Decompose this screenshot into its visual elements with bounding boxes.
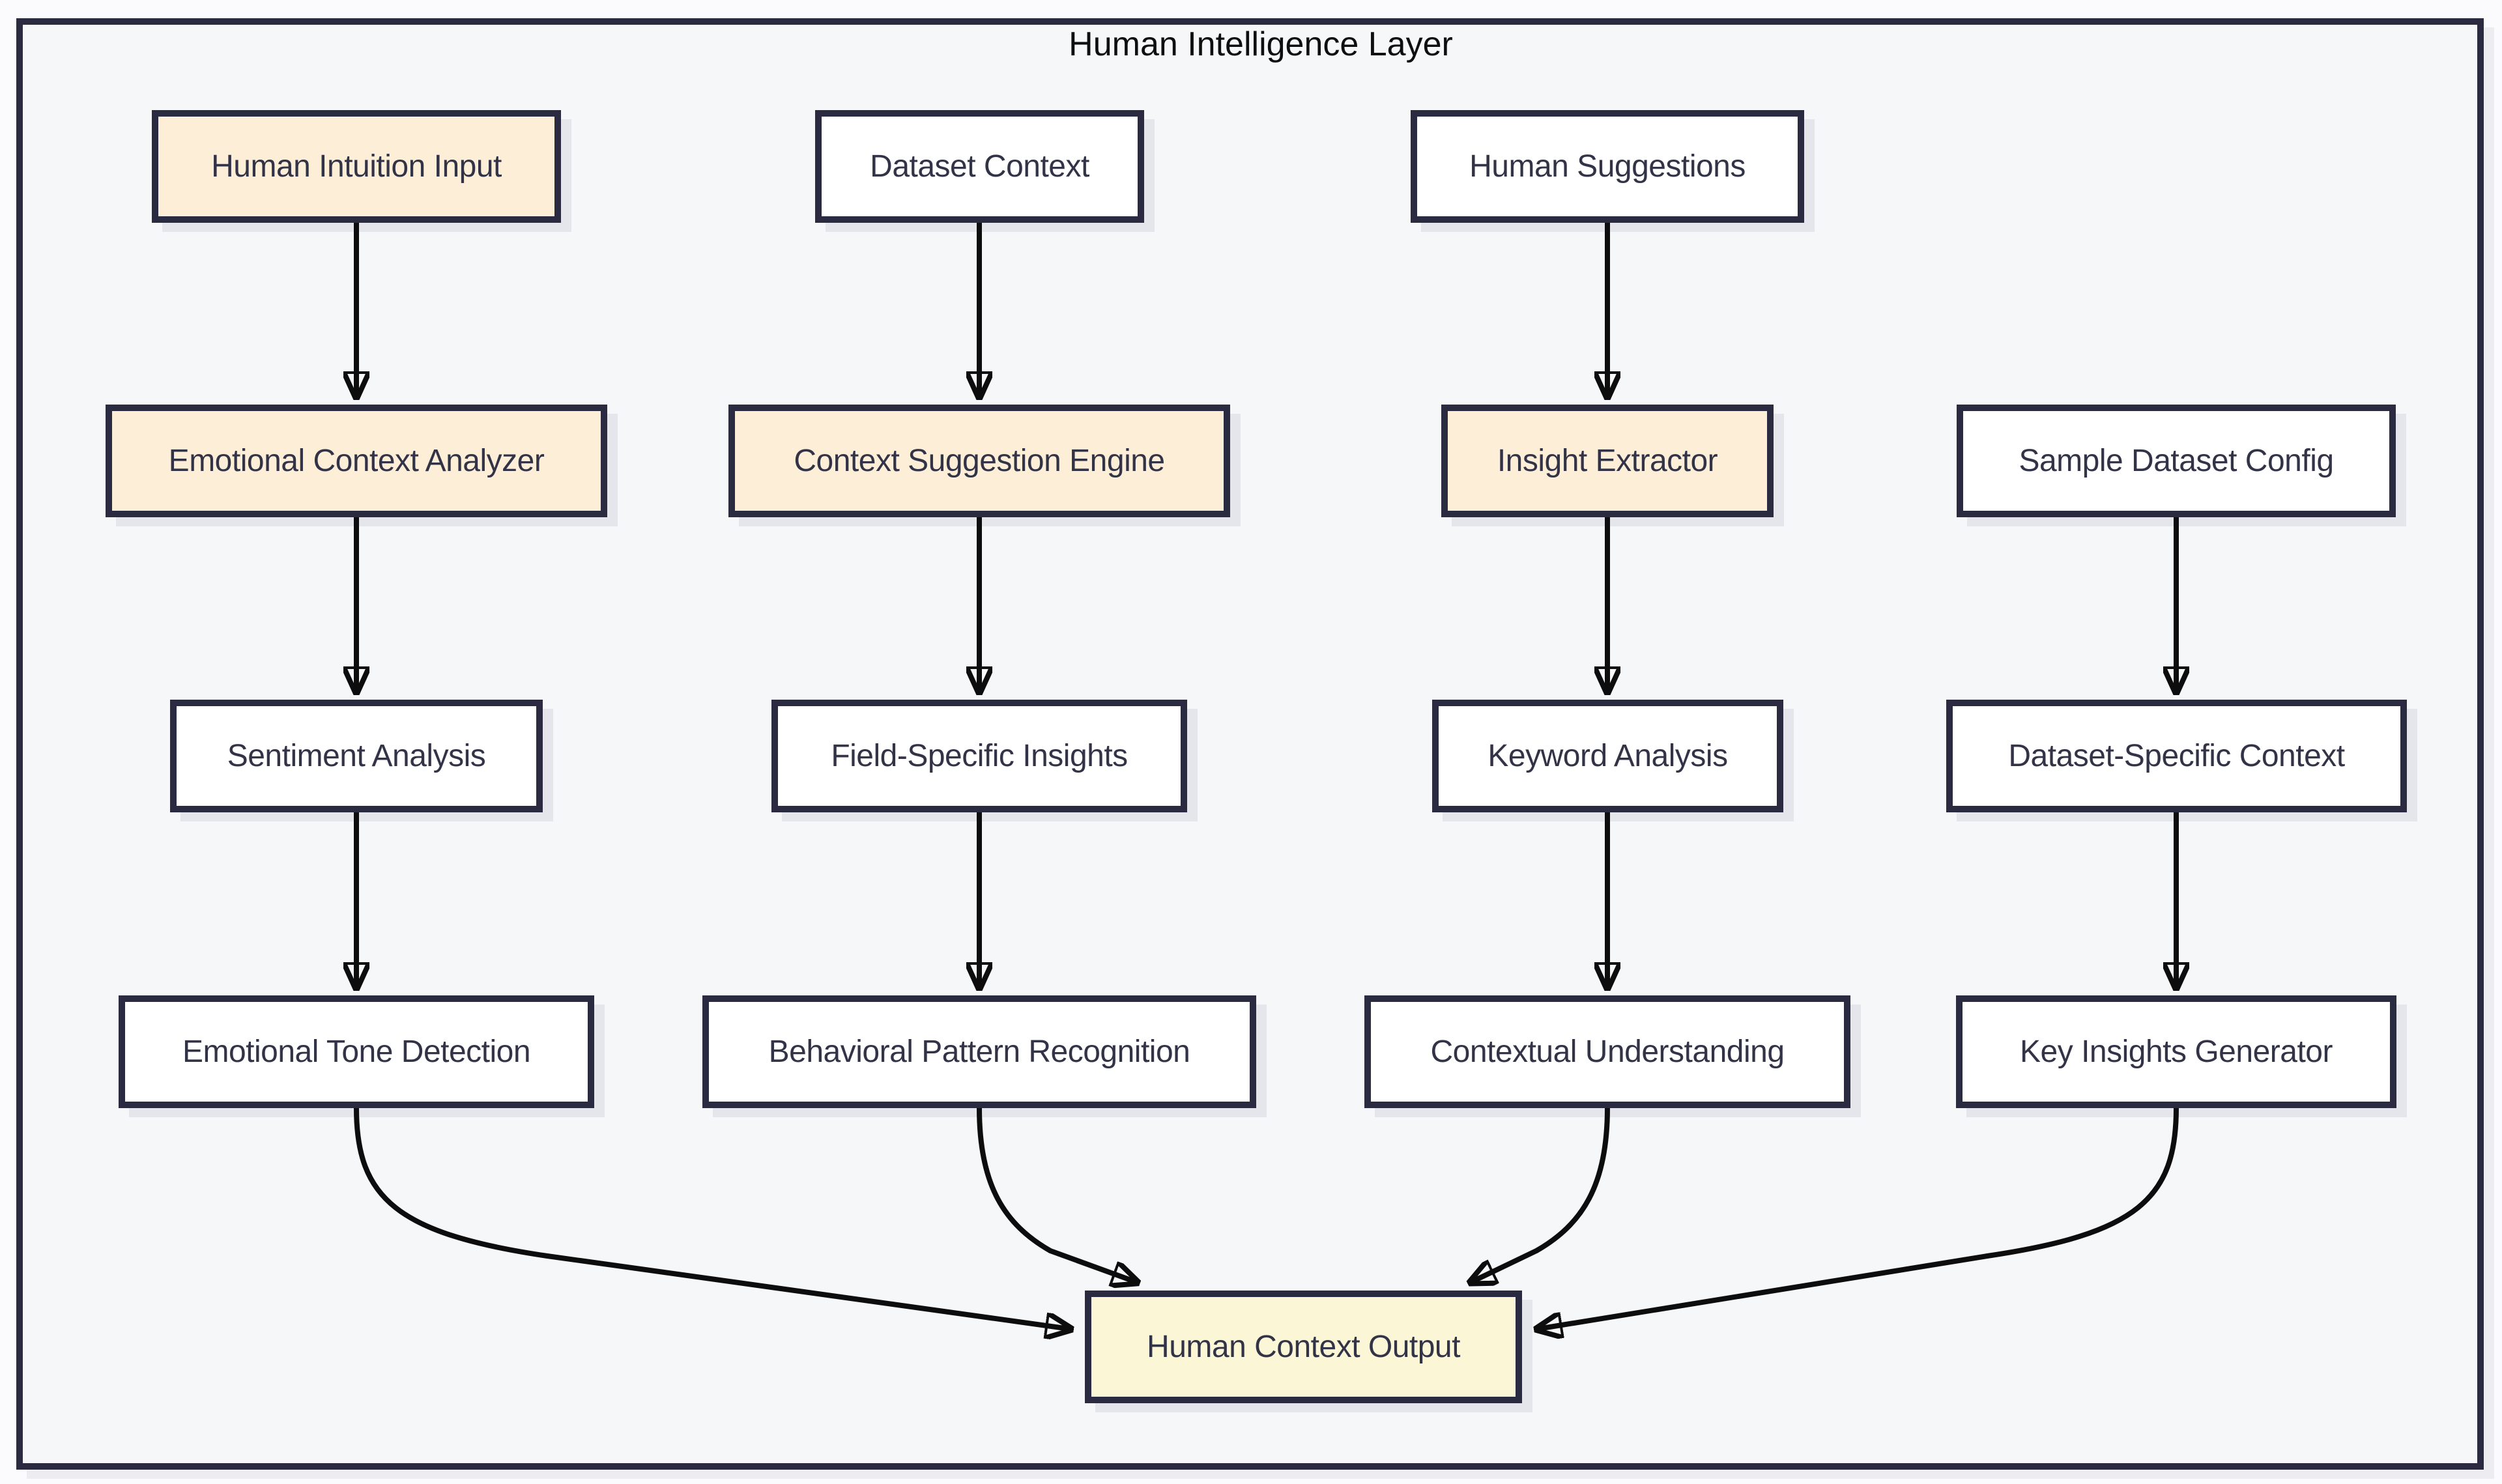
node-context-suggestion-engine: Context Suggestion Engine [728,405,1230,517]
node-insight-extractor: Insight Extractor [1441,405,1774,517]
node-label: Insight Extractor [1497,444,1718,478]
node-emotional-context-analyzer: Emotional Context Analyzer [106,405,607,517]
node-dataset-context: Dataset Context [815,110,1144,223]
node-human-context-output: Human Context Output [1085,1291,1522,1403]
node-label: Keyword Analysis [1488,739,1728,773]
node-label: Human Context Output [1147,1330,1460,1364]
edge-cu-hco [1471,1107,1610,1282]
node-label: Field-Specific Insights [831,739,1128,773]
node-keyword-analysis: Keyword Analysis [1432,700,1783,812]
node-label: Key Insights Generator [2020,1035,2333,1069]
node-dataset-specific-context: Dataset-Specific Context [1946,700,2407,812]
node-emotional-tone-detection: Emotional Tone Detection [119,995,594,1108]
node-human-suggestions: Human Suggestions [1411,110,1804,223]
node-label: Contextual Understanding [1430,1035,1785,1069]
node-label: Human Intuition Input [211,149,502,184]
edge-kig-hco [1538,1107,2179,1329]
node-sample-dataset-config: Sample Dataset Config [1957,405,2396,517]
edge-etd-hco [354,1107,1070,1329]
node-label: Dataset-Specific Context [2008,739,2345,773]
node-label: Emotional Context Analyzer [168,444,545,478]
node-label: Behavioral Pattern Recognition [768,1035,1190,1069]
node-label: Sentiment Analysis [227,739,486,773]
node-label: Dataset Context [870,149,1089,184]
node-behavioral-pattern-recognition: Behavioral Pattern Recognition [702,995,1256,1108]
edge-bpr-hco [977,1107,1136,1282]
node-human-intuition-input: Human Intuition Input [152,110,561,223]
node-field-specific-insights: Field-Specific Insights [771,700,1187,812]
diagram-title: Human Intelligence Layer [1069,25,1453,63]
node-label: Sample Dataset Config [2019,444,2334,478]
node-contextual-understanding: Contextual Understanding [1364,995,1850,1108]
node-key-insights-generator: Key Insights Generator [1956,995,2396,1108]
node-sentiment-analysis: Sentiment Analysis [170,700,543,812]
node-label: Context Suggestion Engine [794,444,1165,478]
node-label: Emotional Tone Detection [182,1035,531,1069]
node-label: Human Suggestions [1469,149,1746,184]
